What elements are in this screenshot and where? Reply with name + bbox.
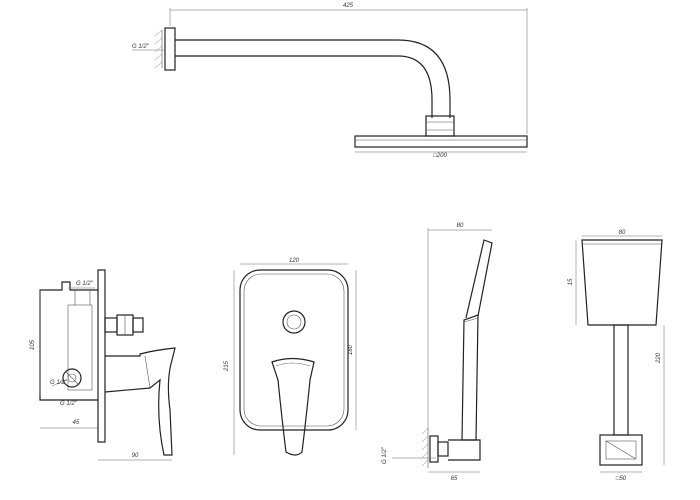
shower-arm-view: 425 G 1/2" □200 bbox=[132, 3, 528, 159]
diverter-button bbox=[282, 310, 306, 334]
dim-hand-base: 65 bbox=[451, 476, 458, 482]
embedded-box bbox=[39, 281, 98, 401]
side-connector bbox=[104, 317, 118, 333]
dim-thread-left: G 1/2" bbox=[50, 380, 68, 386]
cover-plate-inner bbox=[243, 273, 345, 427]
holder-base bbox=[599, 434, 643, 466]
arm-connector bbox=[425, 115, 455, 137]
dim-thread-bottom: G 1/2" bbox=[60, 401, 78, 407]
mixer-front-view: 120 215 180 bbox=[224, 258, 357, 456]
dim-depth-body: 45 bbox=[73, 420, 80, 426]
dim-front-inner-height: 180 bbox=[348, 344, 354, 355]
dim-holder-base: □50 bbox=[616, 476, 627, 482]
mixer-side-view: 105 G 1/2" G 1/2" G 1/2" 45 90 bbox=[30, 269, 176, 461]
dim-head-size: □200 bbox=[433, 153, 447, 159]
dim-arm-thread: G 1/2" bbox=[132, 44, 150, 50]
dim-front-width: 120 bbox=[289, 258, 300, 264]
hand-shower bbox=[461, 314, 479, 441]
dim-total-depth: 90 bbox=[132, 453, 139, 459]
dim-holder-head-height: 15 bbox=[568, 278, 574, 285]
hand-shower-view: 80 G 1/2" 65 bbox=[382, 223, 493, 482]
dim-total-length: 425 bbox=[343, 3, 354, 9]
dim-hand-thread: G 1/2" bbox=[382, 446, 388, 464]
shower-head bbox=[354, 135, 528, 148]
mixer-lever-side bbox=[104, 347, 176, 456]
dim-holder-width: 80 bbox=[619, 230, 626, 236]
holder-head bbox=[581, 239, 663, 326]
holder-view: 80 15 220 □50 bbox=[568, 230, 665, 482]
dim-holder-rod-height: 220 bbox=[656, 352, 662, 364]
cover-plate-outer bbox=[239, 269, 349, 431]
wall-plate bbox=[97, 269, 106, 443]
holder-bracket bbox=[448, 439, 481, 461]
wall-flange bbox=[164, 27, 176, 71]
mixer-lever-front bbox=[271, 357, 315, 456]
dim-thread-top: G 1/2" bbox=[76, 281, 94, 287]
dim-projection: 80 bbox=[457, 223, 464, 229]
shower-arm bbox=[175, 39, 451, 118]
holder-rod bbox=[613, 324, 629, 436]
wall-outlet bbox=[437, 441, 449, 457]
valve-port bbox=[62, 368, 82, 388]
dim-front-outer-height: 215 bbox=[224, 360, 230, 372]
dim-height-label: 105 bbox=[30, 339, 36, 350]
